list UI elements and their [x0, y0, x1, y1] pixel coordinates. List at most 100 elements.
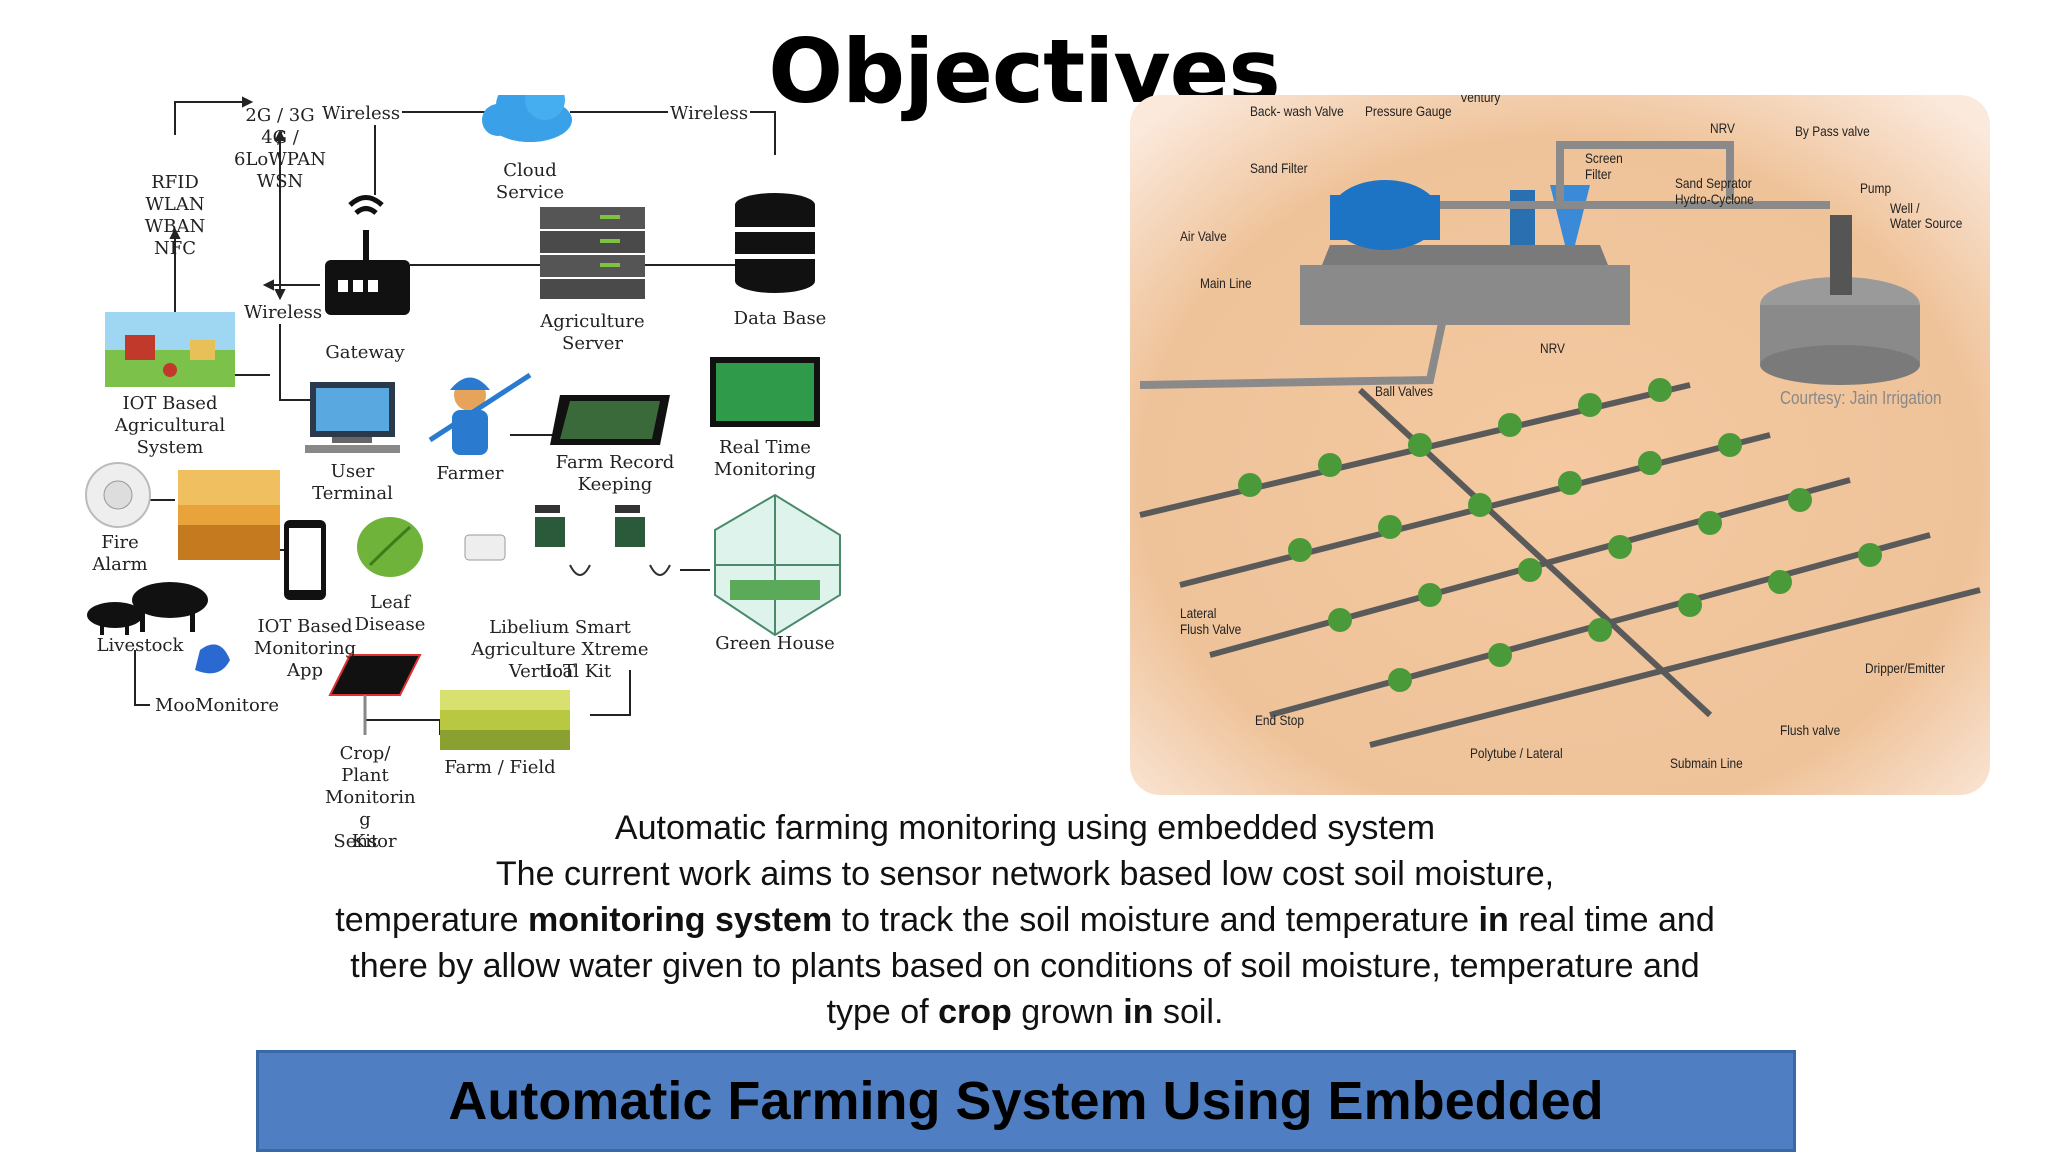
- libelium-label-3: Vertical Kit: [508, 661, 612, 682]
- iot-architecture-diagram: Wireless Wireless 2G / 3G / 4G / 6LoWPAN…: [70, 95, 870, 855]
- libelium-label-2: Agriculture Xtreme IoT: [471, 639, 649, 682]
- submain-line-label: Submain Line: [1670, 755, 1743, 771]
- moomonitor-collar-icon: [195, 644, 230, 674]
- sand-separator-label-1: Sand Seprator: [1675, 175, 1752, 191]
- leaf-disease-label-2: Disease: [354, 614, 426, 635]
- lateral-flush-label-2: Flush Valve: [1180, 621, 1242, 637]
- bypass-valve-label: By Pass valve: [1795, 123, 1870, 139]
- lateral-flush-label-1: Lateral: [1180, 605, 1217, 621]
- moomonitore-label: MooMonitore: [155, 695, 280, 716]
- user-terminal-label-2: Terminal: [312, 483, 393, 504]
- wheat-field-image: [178, 470, 280, 560]
- realtime-monitor-icon: [710, 357, 820, 427]
- description-line-1: Automatic farming monitoring using embed…: [614, 809, 1436, 847]
- description-line-4: there by allow water given to plants bas…: [350, 947, 1700, 985]
- crop-kit-label-2: Plant: [341, 765, 389, 786]
- iot-app-label-2: Monitoring: [253, 638, 357, 659]
- courtesy-label: Courtesy: Jain Irrigation: [1780, 388, 1942, 408]
- cloud-icon: [482, 95, 572, 142]
- fire-alarm-label-1: Fire: [101, 532, 139, 553]
- end-stop-label: End Stop: [1255, 712, 1304, 728]
- livestock-label: Livestock: [96, 635, 184, 656]
- objective-description: Automatic farming monitoring using embed…: [280, 805, 1770, 1035]
- farmer-icon: [428, 372, 532, 455]
- database-label: Data Base: [733, 308, 827, 329]
- footer-banner-text: Automatic Farming System Using Embedded: [448, 1071, 1604, 1131]
- farm-record-tablet-icon: [550, 395, 670, 445]
- description-line-5: type of crop grown in soil.: [826, 993, 1224, 1031]
- flush-valve-label: Flush valve: [1780, 722, 1841, 738]
- farm-field-label: Farm / Field: [444, 757, 556, 778]
- description-line-3: temperature monitoring system to track t…: [335, 901, 1715, 939]
- wireless-label-right: Wireless: [668, 103, 751, 125]
- wireless-gateway-label: Wireless: [242, 302, 325, 324]
- well-label-2: Water Source: [1890, 215, 1963, 231]
- iot-diagram-lines: [85, 95, 841, 750]
- cloud-service-label-1: Cloud: [503, 160, 557, 181]
- well-label-1: Well /: [1890, 200, 1920, 216]
- iot-system-label-2: Agricultural: [114, 415, 226, 436]
- pressure-gauge-label: Pressure Gauge: [1365, 103, 1452, 119]
- screen-filter-label-1: Screen: [1585, 150, 1623, 166]
- agriculture-server-icon: [540, 207, 645, 299]
- network-2g-label: 2G / 3G /: [245, 105, 315, 148]
- iot-app-label-1: IOT Based: [257, 616, 353, 637]
- iot-app-label-3: App: [286, 660, 324, 681]
- ball-valves-label: Ball Valves: [1375, 383, 1433, 399]
- database-icon: [735, 193, 815, 293]
- agri-server-label-2: Server: [561, 333, 623, 354]
- network-6lowpan-label: 6LoWPAN: [234, 149, 326, 170]
- user-terminal-label-1: User: [330, 461, 375, 482]
- crop-kit-label-3: Monitorin: [325, 787, 416, 808]
- dripper-emitter-label: Dripper/Emitter: [1865, 660, 1946, 676]
- user-terminal-icon: [305, 382, 400, 453]
- gateway-label: Gateway: [325, 342, 405, 363]
- pump-label: Pump: [1860, 180, 1892, 196]
- footer-banner: Automatic Farming System Using Embedded: [256, 1050, 1796, 1152]
- leaf-disease-label-1: Leaf: [370, 592, 410, 613]
- libelium-kit-icon: [464, 505, 671, 576]
- realtime-label-1: Real Time: [719, 437, 811, 458]
- fire-alarm-label-2: Alarm: [92, 554, 148, 575]
- wireless-label-left: Wireless: [320, 103, 403, 125]
- libelium-label-1: Libelium Smart: [489, 617, 631, 638]
- crop-sensor-kit-icon: [328, 654, 422, 735]
- farm-record-label-1: Farm Record: [555, 452, 675, 473]
- network-wsn-label: WSN: [256, 171, 304, 192]
- nrv-main-label: NRV: [1540, 340, 1565, 356]
- polytube-label: Polytube / Lateral: [1470, 745, 1563, 761]
- description-line-2: The current work aims to sensor network …: [495, 855, 1555, 893]
- crop-kit-label-1: Crop/: [339, 743, 391, 764]
- farm-record-label-2: Keeping: [577, 474, 653, 495]
- agri-server-label-1: Agriculture: [540, 311, 645, 332]
- livestock-icon: [87, 582, 208, 635]
- iot-system-label-3: System: [136, 437, 204, 458]
- sand-filter-label: Sand Filter: [1250, 160, 1308, 176]
- realtime-label-2: Monitoring: [713, 459, 817, 480]
- fire-alarm-icon: [85, 462, 151, 528]
- farmer-label: Farmer: [436, 463, 504, 484]
- farm-field-image: [440, 690, 570, 750]
- cloud-service-label-2: Service: [495, 182, 565, 203]
- monitoring-app-phone-icon: [284, 520, 326, 600]
- screen-filter-label-2: Filter: [1585, 166, 1612, 182]
- main-line-label: Main Line: [1200, 275, 1252, 291]
- backwash-valve-label: Back- wash Valve: [1250, 103, 1344, 119]
- air-valve-label: Air Valve: [1180, 228, 1227, 244]
- sand-separator-label-2: Hydro-Cyclone: [1675, 191, 1754, 207]
- iot-system-label-1: IOT Based: [122, 393, 218, 414]
- leaf-icon: [357, 517, 423, 577]
- greenhouse-label: Green House: [715, 633, 835, 654]
- nrv-top-label: NRV: [1710, 120, 1735, 136]
- wlan-label: WLAN: [145, 194, 205, 215]
- rfid-label: RFID: [151, 172, 199, 193]
- network-4g-label: 4G /: [261, 127, 299, 148]
- wban-label: WBAN: [144, 216, 206, 237]
- crop-kit-label-5: Kit: [351, 831, 379, 852]
- irrigation-drawing: [1130, 95, 1990, 795]
- greenhouse-icon: [714, 493, 841, 637]
- crop-kit-label-4: g Sensor: [333, 809, 397, 852]
- ventury-label: Ventury: [1460, 95, 1501, 105]
- drip-irrigation-diagram: Back- wash Valve Pressure Gauge Ventury …: [1130, 95, 1990, 795]
- iot-agricultural-system-image: [105, 312, 235, 387]
